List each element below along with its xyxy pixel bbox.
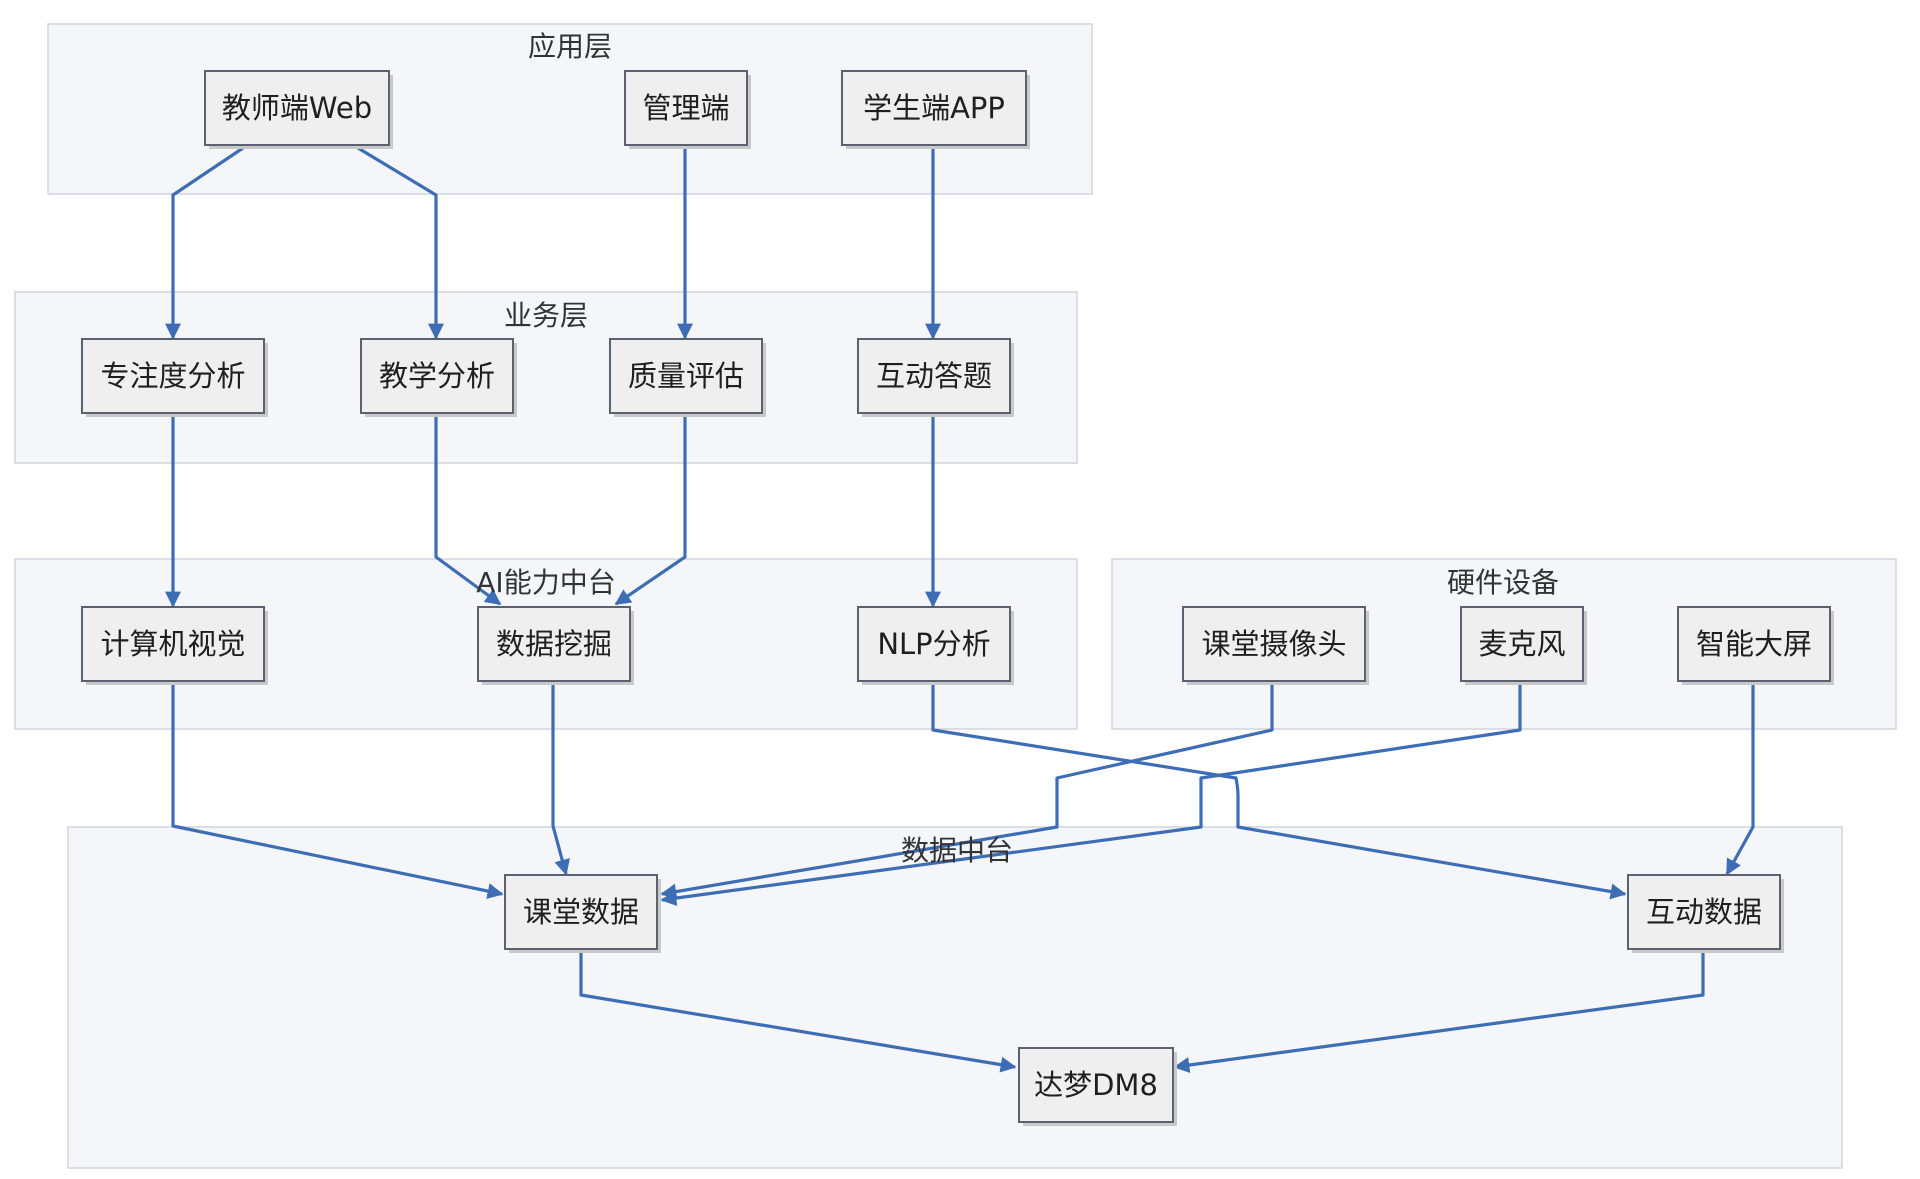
layer-data-title: 数据中台: [901, 834, 1013, 867]
node-cv[interactable]: 计算机视觉: [81, 606, 268, 685]
node-box: [504, 874, 658, 950]
node-box: [204, 70, 390, 146]
edge-classdata-dm8: [579, 951, 1017, 1073]
node-label: 智能大屏: [1696, 627, 1812, 661]
node-label: 专注度分析: [100, 359, 245, 393]
node-mic[interactable]: 麦克风: [1460, 606, 1587, 685]
node-class-data[interactable]: 课堂数据: [504, 874, 661, 953]
layer-biz-title: 业务层: [504, 299, 588, 332]
layer-hw-title: 硬件设备: [1447, 566, 1559, 599]
node-label: 质量评估: [628, 359, 744, 393]
edge-mining-classdata: [551, 684, 570, 876]
node-box: [609, 338, 763, 414]
node-label: NLP分析: [877, 627, 990, 661]
node-box: [624, 70, 748, 146]
node-box: [857, 606, 1011, 682]
node-focus[interactable]: 专注度分析: [81, 338, 268, 417]
edge-screen-interactdata: [1725, 684, 1755, 876]
node-label: 教师端Web: [222, 91, 372, 125]
edge-cv-classdata: [171, 684, 504, 899]
node-box: [81, 338, 265, 414]
node-camera[interactable]: 课堂摄像头: [1182, 606, 1369, 685]
edge-mic-classdata: [660, 684, 1522, 906]
layer-data: [67, 826, 1843, 1169]
node-label: 管理端: [642, 91, 729, 125]
node-interact-data[interactable]: 互动数据: [1627, 874, 1784, 953]
node-box: [857, 338, 1011, 414]
node-mining[interactable]: 数据挖掘: [477, 606, 634, 685]
node-quality[interactable]: 质量评估: [609, 338, 766, 417]
node-label: 学生端APP: [863, 91, 1005, 125]
edge-interactdata-dm8: [1173, 951, 1705, 1073]
edge-camera-classdata: [660, 684, 1274, 900]
edge-teaching-mining: [434, 416, 502, 606]
node-box: [1018, 1047, 1174, 1123]
edge-nlp-interactdata: [931, 684, 1627, 900]
node-label: 互动答题: [876, 359, 992, 393]
node-box: [1677, 606, 1831, 682]
node-label: 教学分析: [379, 359, 495, 393]
node-dm8[interactable]: 达梦DM8: [1018, 1047, 1177, 1126]
node-label: 课堂摄像头: [1201, 627, 1346, 661]
node-label: 计算机视觉: [100, 627, 245, 661]
node-box: [477, 606, 631, 682]
node-label: 数据挖掘: [496, 627, 612, 661]
node-teaching[interactable]: 教学分析: [360, 338, 517, 417]
node-box: [360, 338, 514, 414]
node-admin[interactable]: 管理端: [624, 70, 751, 149]
node-box: [1460, 606, 1584, 682]
node-label: 达梦DM8: [1034, 1068, 1158, 1102]
node-box: [841, 70, 1027, 146]
edge-teacher-teaching: [357, 146, 444, 340]
node-label: 课堂数据: [523, 895, 639, 929]
node-box: [81, 606, 265, 682]
layer-ai-title: AI能力中台: [476, 566, 615, 599]
layer-app-title: 应用层: [528, 30, 612, 63]
node-nlp[interactable]: NLP分析: [857, 606, 1014, 685]
node-box: [1182, 606, 1366, 682]
edge-teacher-focus: [165, 146, 244, 340]
edges: [165, 146, 1755, 1073]
node-interactive-qa[interactable]: 互动答题: [857, 338, 1014, 417]
node-student-app[interactable]: 学生端APP: [841, 70, 1030, 149]
node-box: [1627, 874, 1781, 950]
nodes: 教师端Web 管理端 学生端APP 专注度分析 教学分析 质量评估: [81, 70, 1834, 1126]
node-label: 互动数据: [1646, 895, 1762, 929]
node-screen[interactable]: 智能大屏: [1677, 606, 1834, 685]
node-label: 麦克风: [1478, 627, 1565, 661]
edge-quality-mining: [614, 416, 687, 606]
layer-data-bg: [67, 826, 1843, 1169]
node-teacher-web[interactable]: 教师端Web: [204, 70, 393, 149]
